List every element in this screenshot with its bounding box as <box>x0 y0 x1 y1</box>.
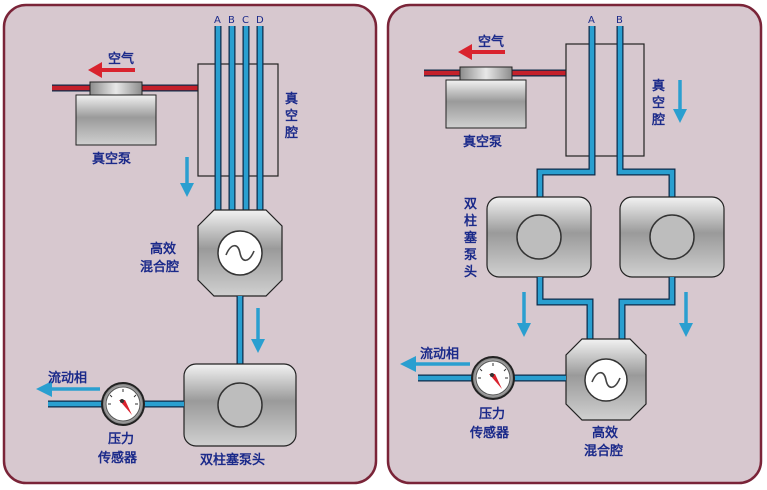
pump-heads-label-1: 双 <box>464 197 477 212</box>
pump-head-left-r <box>486 196 592 278</box>
pump-head <box>183 363 297 447</box>
mobile-phase-label: 流动相 <box>48 370 87 386</box>
vacuum-chamber-label-3: 腔 <box>284 125 298 141</box>
pump-heads-label-5: 头 <box>464 264 477 280</box>
mixer-label-r1: 高效 <box>592 425 619 441</box>
mobile-phase-arrow-icon-r <box>400 356 470 372</box>
pressure-sensor-label-r1: 压力 <box>479 406 505 422</box>
vacuum-chamber-label-2: 空 <box>285 108 298 124</box>
vacuum-pump <box>75 81 157 146</box>
solvent-tubes-r <box>536 26 676 200</box>
pump-heads-label-4: 泵 <box>464 248 477 263</box>
vacuum-chamber-label-r1: 真 <box>652 78 665 94</box>
mixer-label-1: 高效 <box>150 241 177 257</box>
port-label-d: D <box>256 15 264 26</box>
pressure-gauge-icon-r <box>471 356 515 400</box>
pressure-sensor-label-r2: 传感器 <box>469 425 510 441</box>
air-label: 空气 <box>108 51 134 67</box>
pressure-sensor-label-2: 传感器 <box>97 450 138 466</box>
pump-heads-label-2: 柱 <box>464 213 477 229</box>
mixer-wave-icon <box>225 244 255 262</box>
mixer <box>197 209 283 297</box>
vacuum-chamber-label-r3: 腔 <box>651 112 665 128</box>
mixer-r <box>565 338 647 421</box>
port-label-b: B <box>228 15 235 26</box>
mixer-label-2: 混合腔 <box>140 259 179 275</box>
mobile-phase-label-r: 流动相 <box>420 346 459 362</box>
vacuum-chamber-r <box>565 43 645 157</box>
left-panel: 空气 真空泵 真 空 腔 A B C D <box>2 3 378 485</box>
port-label-b-r: B <box>616 15 623 26</box>
vacuum-pump-r <box>445 66 527 129</box>
port-label-a-r: A <box>588 15 595 26</box>
vacuum-pump-label: 真空泵 <box>92 151 131 167</box>
pressure-gauge-icon <box>101 382 145 426</box>
air-label-r: 空气 <box>478 34 504 50</box>
pump-mixer-tubes-r <box>536 277 676 345</box>
pump-head-label: 双柱塞泵头 <box>200 452 265 468</box>
vacuum-chamber-label-1: 真 <box>285 91 298 107</box>
air-arrow-icon-r <box>458 44 505 60</box>
air-arrow-icon <box>88 62 135 78</box>
pump-head-right-r <box>619 196 725 278</box>
vacuum-chamber-label-r2: 空 <box>652 95 665 111</box>
vacuum-pump-label-r: 真空泵 <box>463 134 502 150</box>
mixer-label-r2: 混合腔 <box>584 443 623 459</box>
pump-heads-label-3: 塞 <box>464 230 478 246</box>
port-label-a: A <box>214 15 221 26</box>
mixer-wave-icon-r <box>591 371 621 389</box>
vacuum-chamber <box>197 63 279 177</box>
port-label-c: C <box>242 15 249 26</box>
right-panel: 空气 真空泵 真 空 腔 A B 双 柱 <box>386 3 763 485</box>
pressure-sensor-label-1: 压力 <box>108 431 134 447</box>
mobile-phase-arrow-icon <box>36 381 100 397</box>
solvent-tubes <box>214 26 264 215</box>
